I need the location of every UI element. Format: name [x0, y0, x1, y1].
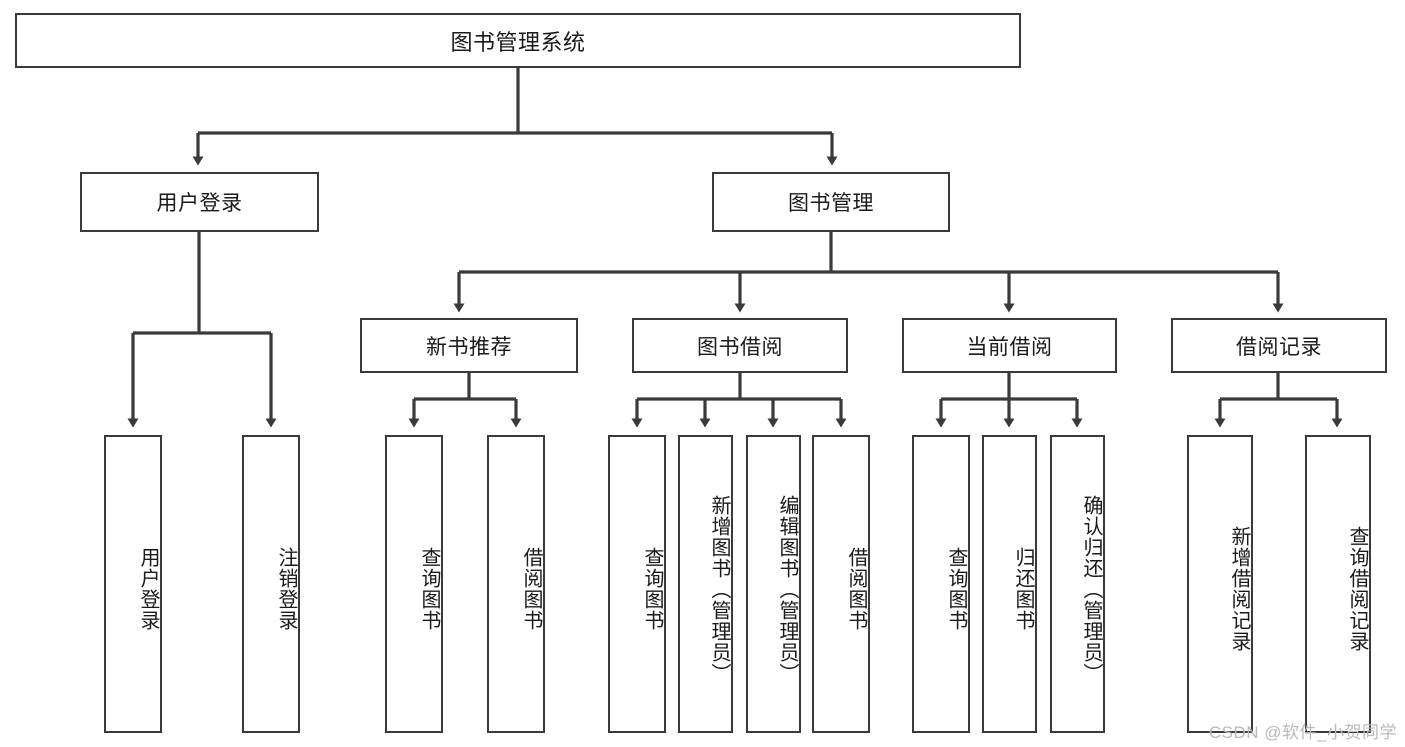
leaf-borrow-record-query[interactable]: 查询借阅记录: [1305, 435, 1371, 733]
node-label: 借阅图书: [845, 547, 867, 631]
node-label: 新书推荐: [426, 335, 512, 359]
node-label: 用户登录: [156, 192, 243, 215]
node-label: 新增借阅记录: [1228, 526, 1250, 652]
leaf-book-borrow-query[interactable]: 查询图书: [608, 435, 666, 733]
node-label: 编辑图书（管理员）: [776, 494, 798, 684]
leaf-current-borrow-query[interactable]: 查询图书: [912, 435, 970, 733]
node-label: 当前借阅: [966, 335, 1053, 359]
leaf-book-borrow-edit[interactable]: 编辑图书（管理员）: [746, 435, 801, 733]
watermark-text: CSDN @软件_小贺同学: [1208, 723, 1397, 742]
node-book-management[interactable]: 图书管理: [712, 172, 950, 232]
node-borrow-record[interactable]: 借阅记录: [1171, 318, 1387, 373]
node-label: 借阅记录: [1236, 335, 1322, 359]
node-label: 归还图书: [1012, 547, 1034, 631]
node-label: 用户登录: [137, 547, 159, 631]
leaf-book-borrow-borrow[interactable]: 借阅图书: [812, 435, 870, 733]
node-current-borrow[interactable]: 当前借阅: [902, 318, 1117, 373]
leaf-current-borrow-return[interactable]: 归还图书: [982, 435, 1037, 733]
node-new-book-recommend[interactable]: 新书推荐: [360, 318, 578, 373]
node-label: 查询图书: [945, 547, 967, 631]
leaf-book-borrow-add[interactable]: 新增图书（管理员）: [678, 435, 733, 733]
node-book-borrow[interactable]: 图书借阅: [632, 318, 848, 373]
node-label: 图书管理系统: [450, 29, 586, 55]
node-label: 查询图书: [418, 547, 440, 631]
node-user-login[interactable]: 用户登录: [80, 172, 319, 232]
node-label: 注销登录: [275, 547, 297, 631]
leaf-new-book-borrow[interactable]: 借阅图书: [487, 435, 545, 733]
leaf-user-login-signin[interactable]: 用户登录: [104, 435, 162, 733]
leaf-new-book-query[interactable]: 查询图书: [385, 435, 443, 733]
node-label: 查询借阅记录: [1346, 526, 1368, 652]
node-label: 查询图书: [641, 547, 663, 631]
leaf-current-borrow-confirm-return[interactable]: 确认归还（管理员）: [1050, 435, 1105, 733]
leaf-user-login-signout[interactable]: 注销登录: [242, 435, 300, 733]
node-label: 图书管理: [788, 192, 874, 215]
node-label: 借阅图书: [520, 547, 542, 631]
node-label: 图书借阅: [697, 335, 783, 359]
node-label: 确认归还（管理员）: [1080, 494, 1102, 684]
node-label: 新增图书（管理员）: [708, 494, 730, 684]
node-root-system[interactable]: 图书管理系统: [15, 13, 1021, 68]
leaf-borrow-record-add[interactable]: 新增借阅记录: [1187, 435, 1253, 733]
